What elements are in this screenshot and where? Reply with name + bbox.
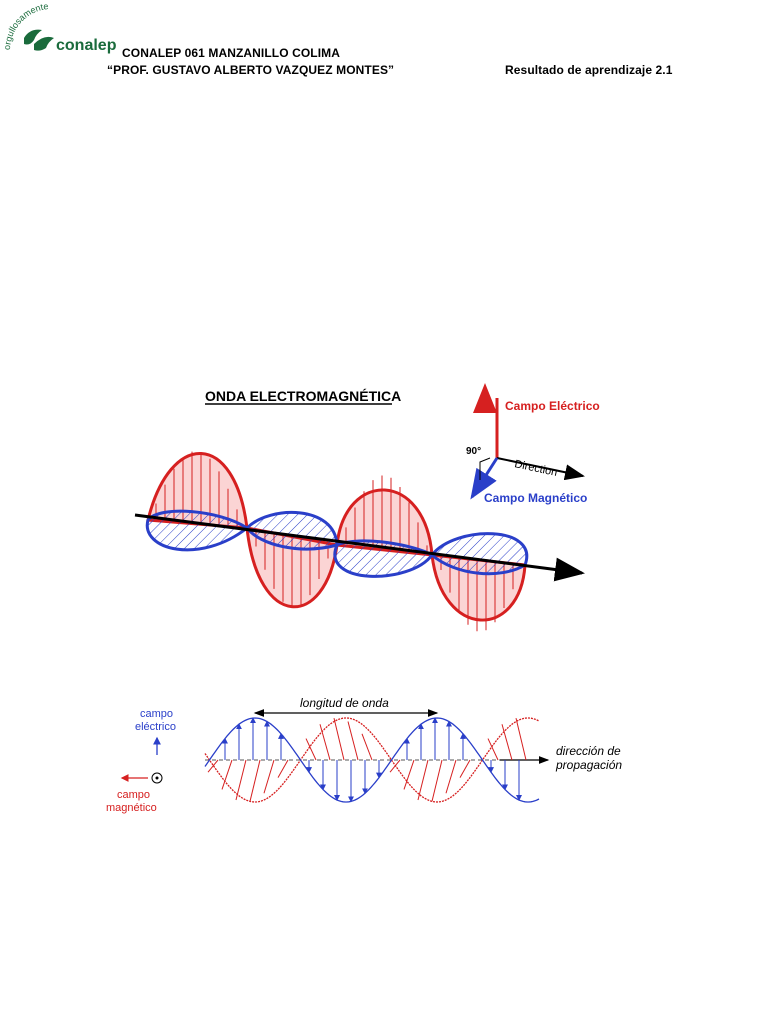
conalep-logo: orgullosamente conalep bbox=[2, 1, 117, 54]
learning-result: Resultado de aprendizaje 2.1 bbox=[505, 63, 673, 77]
logo-text: conalep bbox=[56, 37, 117, 54]
magnetic-vector bbox=[501, 724, 513, 761]
magnetic-field-label: Campo Magnético bbox=[484, 491, 587, 505]
magnetic-vector bbox=[333, 717, 345, 761]
magnetic-vector bbox=[235, 759, 247, 801]
propagation-axis-arrow bbox=[134, 513, 585, 582]
magnetic-label-line1: campo bbox=[117, 789, 150, 801]
magnetic-label-line2: magnético bbox=[106, 802, 157, 814]
out-of-page-symbol bbox=[151, 772, 163, 784]
electric-label-line2: eléctrico bbox=[135, 721, 176, 733]
magnetic-wave-curve bbox=[204, 717, 540, 803]
magnetic-vector bbox=[319, 724, 331, 761]
field-axes-inset bbox=[470, 383, 585, 500]
magnetic-vector bbox=[431, 759, 443, 802]
electric-field-lobes bbox=[146, 451, 527, 632]
propagation-label-line2: propagación bbox=[555, 758, 622, 772]
electric-wave-curve bbox=[204, 717, 540, 803]
direction-axis-arrow bbox=[496, 457, 585, 481]
right-angle-mark bbox=[479, 457, 491, 480]
angle-label: 90° bbox=[466, 446, 481, 457]
magnetic-vector bbox=[305, 738, 317, 761]
electric-label-line1: campo bbox=[140, 708, 173, 720]
magnetic-vector bbox=[263, 759, 275, 794]
magnetic-vector bbox=[361, 733, 373, 761]
magnetic-vector bbox=[459, 759, 471, 778]
magnetic-vector bbox=[403, 759, 415, 790]
electric-field-label: Campo Eléctrico bbox=[505, 399, 600, 413]
magnetic-vector bbox=[417, 759, 429, 801]
propagation-label-line1: dirección de bbox=[556, 744, 621, 758]
magnetic-vector bbox=[347, 721, 359, 761]
school-name: CONALEP 061 MANZANILLO COLIMA bbox=[122, 46, 341, 60]
magnetic-vector bbox=[515, 717, 527, 761]
figure1-title: ONDA ELECTROMAGNÉTICA bbox=[205, 388, 401, 404]
teacher-name: “PROF. GUSTAVO ALBERTO VAZQUEZ MONTES” bbox=[107, 63, 395, 77]
magnetic-vector bbox=[487, 738, 499, 761]
magnetic-vector bbox=[389, 759, 401, 773]
magnetic-vector bbox=[221, 759, 233, 790]
magnetic-vector bbox=[249, 759, 261, 802]
magnetic-vector bbox=[277, 759, 289, 778]
wave-curves bbox=[204, 717, 540, 803]
magnetic-vector bbox=[445, 759, 457, 794]
magnetic-axis-arrow bbox=[470, 457, 499, 500]
conalep-emblem-icon bbox=[24, 29, 54, 51]
wavelength-label: longitud de onda bbox=[300, 696, 389, 710]
magnetic-vector bbox=[207, 759, 219, 773]
